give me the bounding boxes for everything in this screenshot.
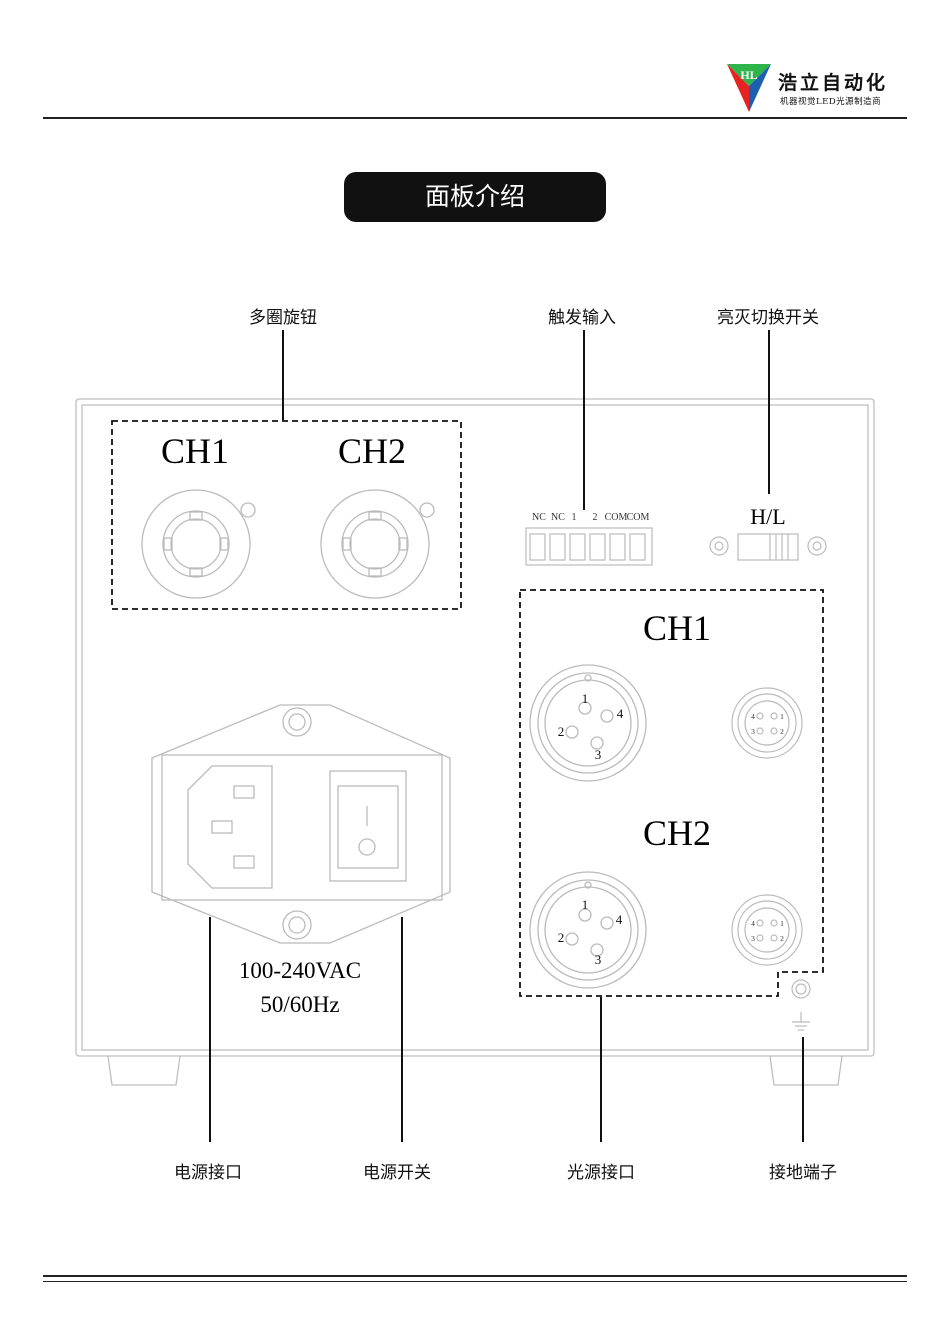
ch1-small-pin-1: 1	[780, 712, 784, 721]
terminal-label-nc-1: NC	[532, 512, 546, 523]
ch1-big-pins: 1 2 3 4	[558, 691, 624, 762]
header-rule	[43, 117, 907, 119]
terminal-label-nc-2: NC	[551, 512, 565, 523]
callout-lines	[209, 330, 804, 1142]
ch2-big-connector	[529, 871, 647, 989]
callout-switch-hl: 亮灭切换开关	[717, 308, 819, 328]
page-title: 面板介绍	[344, 172, 606, 222]
knob-ch2-label: CH2	[338, 431, 406, 471]
power-rating-2: 50/60Hz	[260, 992, 339, 1017]
hl-switch-label: H/L	[750, 504, 785, 529]
ch1-big-pin-3: 3	[595, 747, 602, 762]
terminal-label-com-1: COM	[605, 512, 628, 523]
ch2-big-pin-4: 4	[616, 912, 623, 927]
connector-ch2-label: CH2	[643, 813, 711, 853]
ch2-small-pins: 4 1 3 2	[751, 919, 784, 943]
power-rating-1: 100-240VAC	[239, 958, 361, 983]
terminal-label-com-2: COM	[627, 512, 650, 523]
callout-knobs: 多圈旋钮	[249, 308, 317, 328]
ch1-big-pin-1: 1	[582, 691, 589, 706]
connector-box	[519, 589, 824, 997]
ch2-small-pin-4: 4	[751, 919, 755, 928]
callout-trigger: 触发输入	[548, 308, 616, 328]
footer-rule-thin	[43, 1281, 907, 1282]
callout-power-switch: 电源开关	[363, 1163, 431, 1183]
connector-ch1-label: CH1	[643, 608, 711, 648]
terminal-label-1: 1	[572, 512, 577, 523]
logo-letters: HL	[740, 68, 757, 82]
hl-switch	[709, 533, 827, 561]
knob-ch2	[320, 489, 435, 599]
knob-ch1-label: CH1	[161, 431, 229, 471]
ground-terminal	[791, 979, 811, 1031]
knob-ch1	[141, 489, 256, 599]
ch2-big-pins: 1 2 3 4	[558, 897, 623, 967]
ch2-small-pin-2: 2	[780, 934, 784, 943]
callout-ground: 接地端子	[769, 1163, 837, 1183]
callout-power-port: 电源接口	[174, 1163, 242, 1183]
ch1-small-pin-3: 3	[751, 727, 755, 736]
ch1-small-pins: 4 1 3 2	[751, 712, 784, 736]
ch1-big-connector	[529, 664, 647, 782]
ch1-big-pin-2: 2	[558, 724, 565, 739]
logo-green-facet	[727, 64, 771, 86]
ch2-big-pin-2: 2	[558, 930, 565, 945]
ch1-small-pin-2: 2	[780, 727, 784, 736]
terminal-labels: NC NC 1 2 COM COM	[532, 512, 649, 523]
brand-name: 浩立自动化	[778, 72, 889, 94]
footer-rule-thick	[43, 1275, 907, 1277]
power-module	[151, 704, 451, 944]
ch1-small-pin-4: 4	[751, 712, 755, 721]
ch2-big-pin-1: 1	[582, 897, 589, 912]
company-logo: HL	[727, 64, 771, 112]
terminal-block	[525, 527, 653, 566]
ch2-small-connector	[731, 894, 803, 966]
logo-blue-facet	[749, 64, 771, 112]
ch1-small-connector	[731, 687, 803, 759]
terminal-label-2: 2	[593, 512, 598, 523]
ch2-small-pin-1: 1	[780, 919, 784, 928]
brand-tagline: 机器视觉LED光源制造商	[780, 97, 882, 107]
ch2-big-pin-3: 3	[595, 952, 602, 967]
callout-light-port: 光源接口	[567, 1163, 635, 1183]
ch2-small-pin-3: 3	[751, 934, 755, 943]
ch1-big-pin-4: 4	[617, 706, 624, 721]
chassis	[75, 398, 875, 1086]
logo-red-facet	[727, 64, 749, 112]
knob-box	[111, 420, 462, 610]
